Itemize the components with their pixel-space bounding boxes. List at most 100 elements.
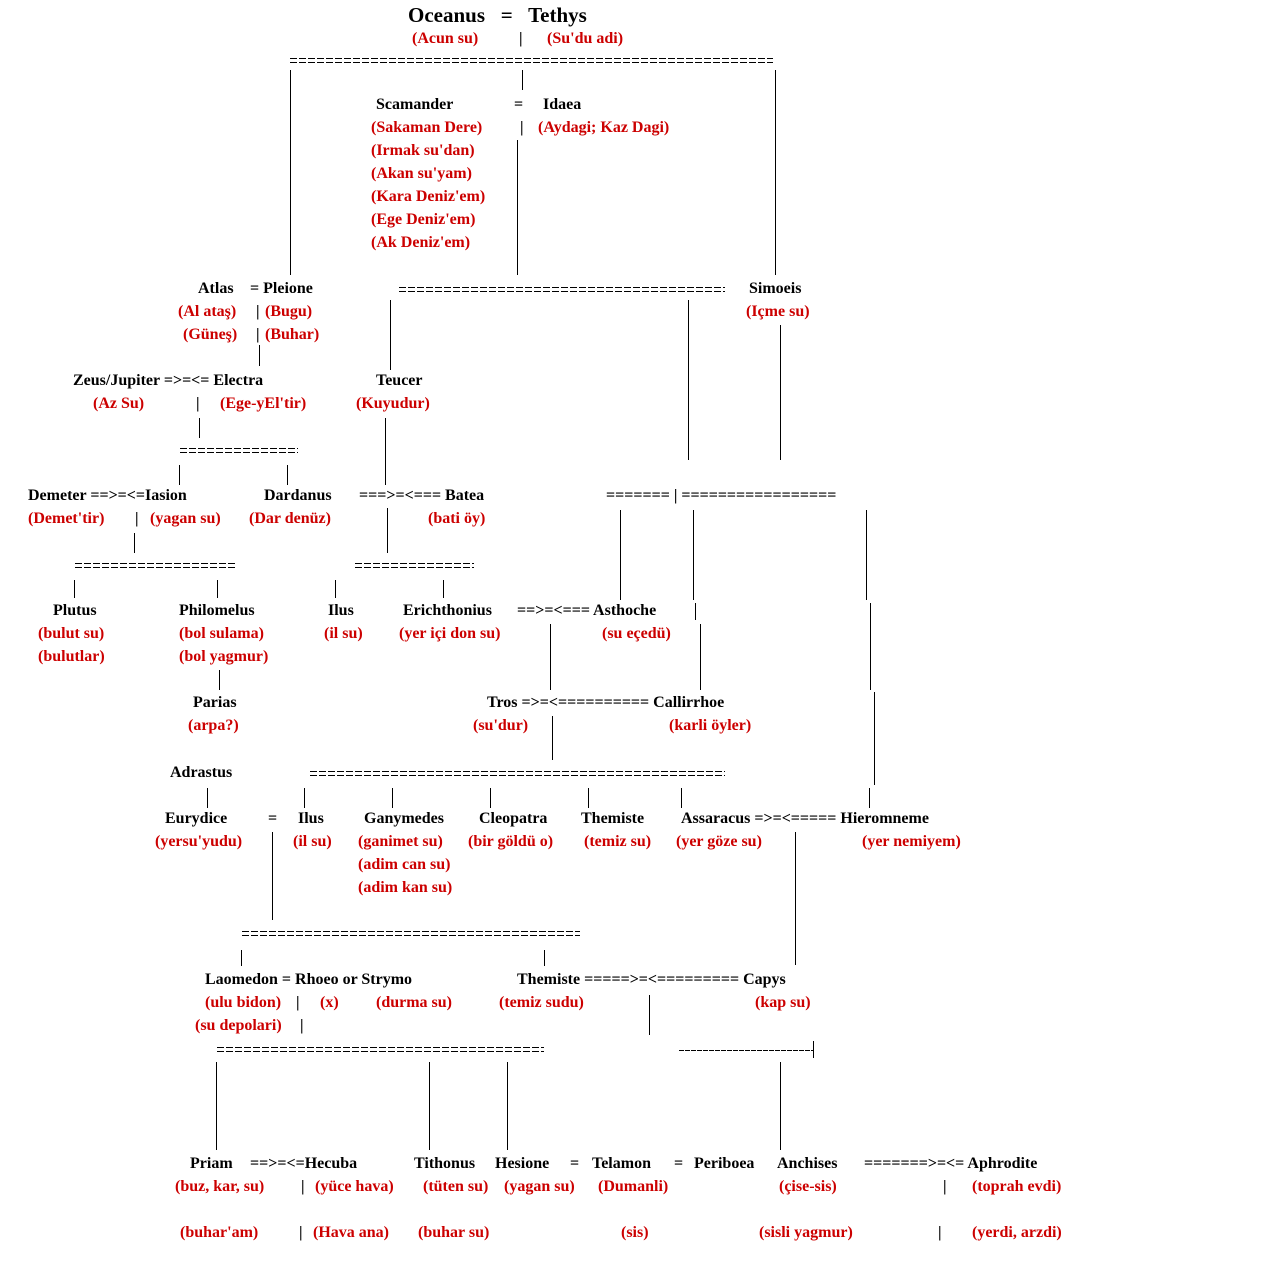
descent-line [74,580,75,598]
descent-line [335,580,336,598]
person-ilus1: Ilus [328,602,354,619]
person-tros_callirrhoe: Tros =>=<========== Callirrhoe [487,694,725,711]
gloss-bulut_su: (bulut su) [38,625,105,642]
gloss-az_su: (Az Su) [93,395,145,412]
person-scamander: Scamander [376,96,454,113]
descent-line [390,300,391,370]
person-laomedon: Laomedon = Rhoeo or Strymo [205,971,413,988]
gloss-dar_denuz: (Dar denüz) [249,510,331,527]
descent-line [870,603,871,690]
descent-line [866,510,867,600]
gloss-hava_ana: (Hava ana) [313,1224,389,1241]
person-erichthonius: Erichthonius [403,602,492,619]
person-aphrodite: =======>=<= Aphrodite [864,1155,1038,1172]
person-zeus_electra: Zeus/Jupiter =>=<= Electra [73,372,264,389]
descent-line [649,995,650,1035]
connector-symbol: | [296,994,300,1011]
descent-line [241,950,242,966]
person-dardanus: Dardanus [264,487,332,504]
descent-line [443,580,444,598]
person-pleione: = Pleione [250,280,313,297]
gloss-yersuyudu: (yersu'yudu) [155,833,243,850]
descent-line [134,533,135,553]
descent-line [304,788,305,808]
person-themiste1: Themiste [581,810,645,827]
person-telamon: Telamon [592,1155,651,1172]
gloss-yagan_su1: (yagan su) [150,510,221,527]
gloss-kap_su: (kap su) [755,994,811,1011]
descent-line [392,788,393,808]
connector-symbol: = [268,810,278,827]
person-batea: ===>=<=== Batea [359,487,485,504]
gloss-bir_goldu: (bir göldü o) [468,833,554,850]
gloss-buharam: (buhar'am) [180,1224,259,1241]
descent-line [780,1062,781,1150]
connector-symbol: | [301,1178,305,1195]
gloss-ganimet: (ganimet su) [358,833,443,850]
connector-symbol: | [196,395,200,412]
descent-line [179,465,180,485]
gloss-aydagi: (Aydagi; Kaz Dagi) [538,119,670,136]
person-asthoche: ==>=<=== Asthoche [517,602,657,619]
gloss-temiz_su: (temiz su) [584,833,652,850]
gloss-tethys_gloss: (Su'du adi) [547,30,624,47]
sibling-line [240,931,580,936]
gloss-il_su2: (il su) [293,833,332,850]
connector-symbol: = [514,96,524,113]
gloss-al_atas: (Al ataş) [178,303,237,320]
descent-line [429,1062,430,1150]
sibling-line [73,563,237,568]
person-atlas: Atlas [198,280,234,297]
descent-line [700,624,701,690]
gloss-adim_kan: (adim kan su) [358,879,453,896]
descent-line [780,325,781,460]
descent-line [216,1062,217,1150]
person-simoeis: Simoeis [749,280,802,297]
descent-line [588,788,589,808]
gloss-su_dur: (su'dur) [473,717,529,734]
person-idaea: Idaea [543,96,582,113]
descent-line [795,832,796,965]
title-parents: Oceanus = Tethys [408,3,587,27]
descent-line [287,465,288,485]
descent-line [490,788,491,808]
person-hesione: Hesione [495,1155,550,1172]
descent-line [869,788,870,808]
gloss-akan: (Akan su'yam) [371,165,472,182]
descent-line [507,1062,508,1150]
sibling-line [288,58,773,63]
descent-line [217,580,218,598]
sibling-line [215,1047,544,1052]
gloss-yagan_su2: (yagan su) [504,1178,575,1195]
gloss-durma: (durma su) [376,994,453,1011]
gloss-irmak: (Irmak su'dan) [371,142,475,159]
descent-line [517,140,518,275]
person-periboea: Periboea [694,1155,755,1172]
gloss-toprah: (toprah evdi) [972,1178,1062,1195]
person-tithonus: Tithonus [414,1155,476,1172]
descent-line [681,788,682,808]
descent-line [775,70,776,275]
gloss-x: (x) [320,994,339,1011]
gloss-kara: (Kara Deniz'em) [371,188,486,205]
sibling-line [397,287,725,292]
sibling-line [353,563,474,568]
gloss-bati_oy: (bati öy) [428,510,486,527]
person-demeter_iasion: Demeter ==>=<=Iasion [28,487,187,504]
descent-line [813,1041,814,1058]
gloss-sisli: (sisli yagmur) [759,1224,853,1241]
connector-symbol: | [520,119,524,136]
gloss-adim_can: (adim can su) [358,856,451,873]
person-priam: Priam [190,1155,233,1172]
connector-symbol: = [674,1155,684,1172]
descent-line [688,300,689,460]
person-philomelus: Philomelus [179,602,255,619]
gloss-ege: (Ege Deniz'em) [371,211,476,228]
gloss-yer_goze: (yer göze su) [676,833,762,850]
gloss-dumanli: (Dumanli) [598,1178,669,1195]
descent-line [207,788,208,808]
descent-line [544,950,545,966]
gloss-cise: (çise-sis) [779,1178,837,1195]
descent-line [695,603,696,620]
person-hecuba: ==>=<=Hecuba [250,1155,358,1172]
